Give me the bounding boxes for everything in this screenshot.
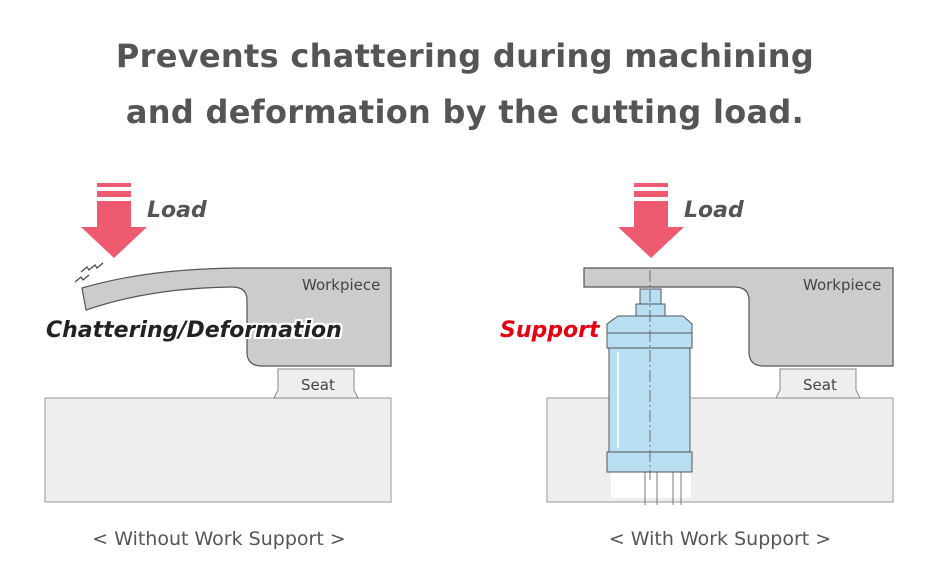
workpiece-label-left: Workpiece bbox=[302, 276, 381, 294]
caption-without-support: < Without Work Support > bbox=[92, 528, 346, 550]
left-diagram bbox=[44, 183, 392, 503]
seat-label-right: Seat bbox=[803, 376, 837, 394]
right-base-block bbox=[546, 397, 894, 503]
load-arrow-icon bbox=[618, 183, 684, 258]
left-workpiece-deformed bbox=[81, 267, 392, 367]
load-label-left: Load bbox=[147, 198, 207, 223]
load-arrow-icon bbox=[81, 183, 147, 258]
support-label: Support bbox=[500, 318, 600, 343]
caption-with-support: < With Work Support > bbox=[608, 528, 832, 550]
right-workpiece bbox=[583, 267, 894, 367]
load-label-right: Load bbox=[684, 198, 744, 223]
right-seat bbox=[775, 368, 861, 399]
seat-label-left: Seat bbox=[301, 376, 335, 394]
title-line-2: and deformation by the cutting load. bbox=[125, 93, 805, 131]
workpiece-label-right: Workpiece bbox=[803, 276, 882, 294]
page-title: Prevents chattering during machining and… bbox=[0, 28, 930, 140]
title-line-1: Prevents chattering during machining bbox=[115, 37, 815, 75]
right-diagram bbox=[546, 183, 894, 505]
chattering-deformation-label: Chattering/Deformation bbox=[46, 318, 342, 343]
vibration-icon bbox=[74, 262, 104, 283]
left-seat bbox=[273, 368, 359, 399]
left-base-block bbox=[44, 397, 392, 503]
work-support-icon bbox=[606, 270, 693, 505]
